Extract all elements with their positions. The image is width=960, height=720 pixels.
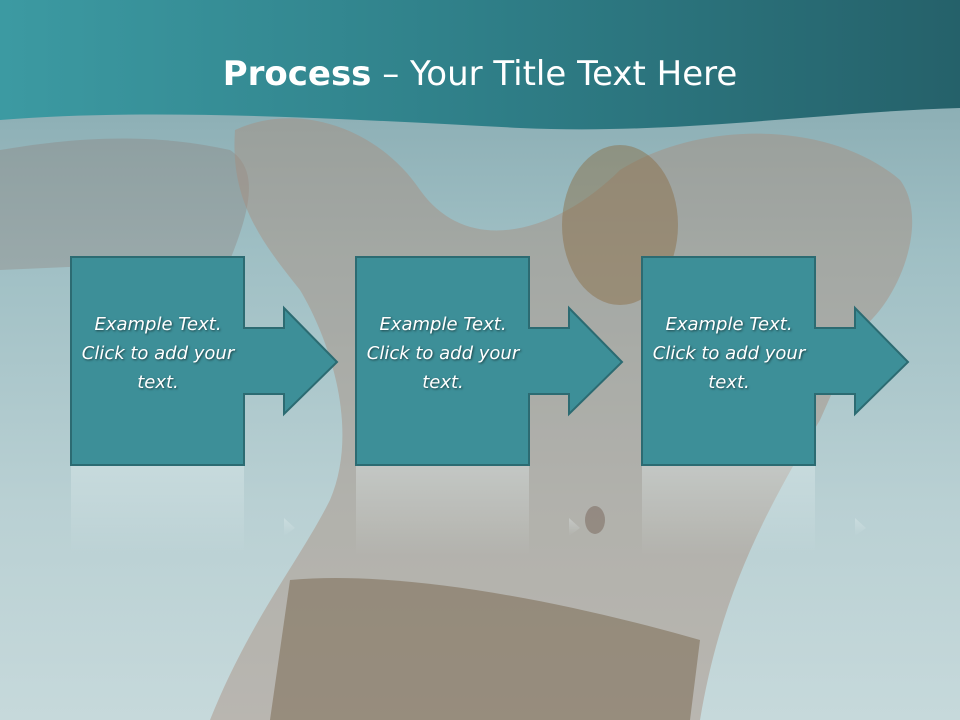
step-text[interactable]: Example Text. Click to add your text. [652, 314, 806, 393]
header-band [0, 0, 960, 130]
process-step-2[interactable]: Example Text. Click to add your text. [355, 256, 700, 471]
title-bold: Process [222, 54, 372, 94]
step-text[interactable]: Example Text. Click to add your text. [81, 314, 235, 393]
arrow-box-shape [70, 256, 339, 466]
title-rest: – Your Title Text Here [371, 54, 738, 94]
slide-title[interactable]: Process – Your Title Text Here [0, 52, 960, 96]
bottom-pattern [270, 578, 700, 720]
hair-shape [0, 138, 249, 270]
process-step-1[interactable]: Example Text. Click to add your text. [70, 256, 415, 471]
arrow-box-shape [641, 256, 910, 466]
arrow-box-shape [355, 256, 624, 466]
navel-shape [585, 506, 605, 534]
process-step-3[interactable]: Example Text. Click to add your text. [641, 256, 959, 471]
step-text[interactable]: Example Text. Click to add your text. [366, 314, 520, 393]
